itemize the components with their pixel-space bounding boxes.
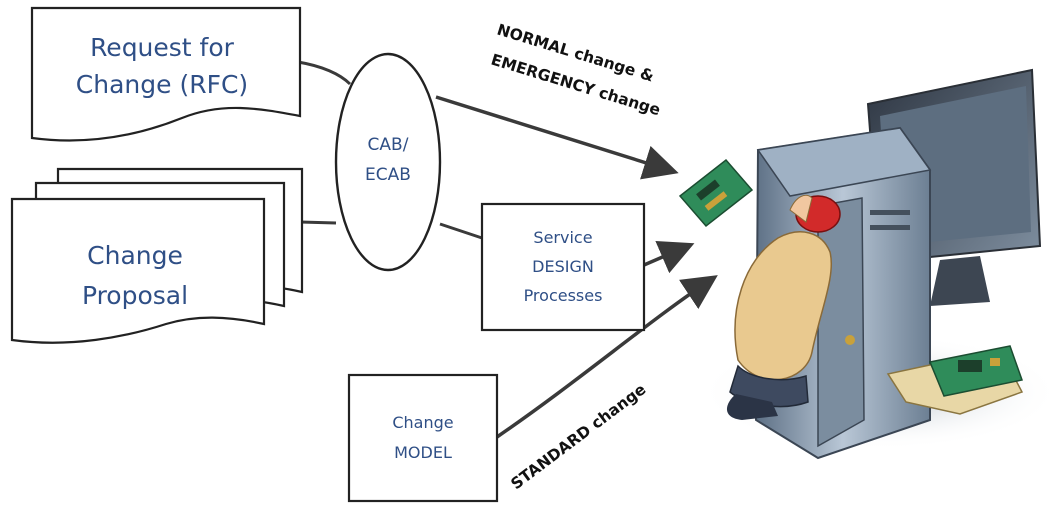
circuit-board-left-icon: [678, 158, 754, 228]
circuit-board-right-icon: [886, 345, 1024, 415]
rfc-line1: Request for: [90, 33, 235, 62]
proposal-line2: Proposal: [82, 281, 188, 310]
service-design-box: [480, 202, 646, 332]
proposal-sheet-front: [10, 197, 266, 344]
change-model-box: [347, 373, 499, 503]
cab-line2: ECAB: [365, 165, 411, 185]
rfc-line2: Change (RFC): [76, 70, 248, 99]
cab-ecab-ellipse: [334, 52, 442, 272]
service-line1: Service: [533, 228, 592, 247]
technician-computer-illustration: [678, 68, 1054, 460]
rfc-to-cab-line: [297, 60, 352, 86]
change-proposal-stack: Change Proposal: [10, 167, 304, 344]
cab-ecab-node: CAB/ ECAB: [334, 52, 442, 272]
normal-emergency-arrow: [435, 95, 679, 180]
technician-icon: [726, 194, 841, 420]
service-line2: DESIGN: [532, 257, 594, 276]
proposal-to-cab-line: [299, 220, 337, 225]
model-line1: Change: [392, 413, 453, 432]
model-line2: MODEL: [394, 443, 452, 462]
service-design-node: Service DESIGN Processes: [480, 202, 646, 332]
standard-change-arrow: [496, 275, 718, 439]
cab-line1: CAB/: [368, 135, 409, 155]
service-to-pc-arrow: [643, 241, 695, 274]
proposal-line1: Change: [87, 241, 183, 270]
connector-lines: [297, 60, 718, 439]
service-line3: Processes: [524, 286, 603, 305]
change-model-node: Change MODEL: [347, 373, 499, 503]
rfc-document: Request for Change (RFC): [30, 6, 302, 142]
rfc-document-shape: [30, 6, 302, 142]
standard-change-label: STANDARD change: [508, 380, 650, 493]
cab-to-service-line: [439, 222, 483, 240]
